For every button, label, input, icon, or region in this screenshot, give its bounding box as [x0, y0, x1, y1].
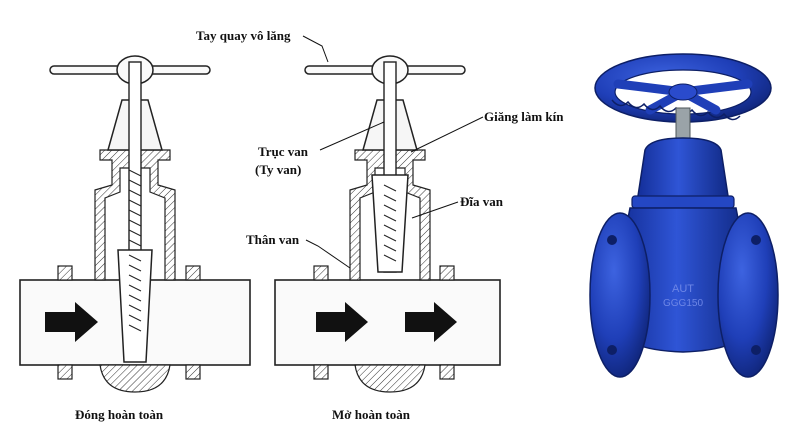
label-seal: Giăng làm kín [484, 109, 564, 124]
photo-body-text-2: GGG150 [663, 298, 703, 309]
label-body: Thân van [246, 232, 300, 247]
label-stem-line1: Trục van [258, 144, 309, 159]
caption-closed: Đóng hoàn toàn [75, 407, 164, 422]
closed-valve-drawing [19, 55, 251, 393]
flange-left-bottom [57, 364, 73, 380]
flow-arrow-open-2 [405, 302, 457, 342]
flange-left-bottom-open [313, 364, 329, 380]
leader-disc [411, 201, 459, 219]
flange-right-bottom [185, 364, 201, 380]
leader-body [305, 239, 351, 269]
photo-stem [675, 107, 691, 139]
open-valve-drawing [274, 55, 501, 393]
flange-right-top-open [439, 265, 455, 281]
valve-photo: AUT GGG150 [589, 53, 779, 378]
stem-thread-closed [128, 169, 142, 247]
valve-bottom-closed [99, 364, 171, 393]
caption-open: Mở hoàn toàn [332, 407, 411, 422]
leader-handwheel [302, 35, 329, 63]
disc-closed [117, 249, 153, 363]
leader-stem [319, 121, 385, 151]
flow-arrow-open-1 [316, 302, 368, 342]
annotation-labels: Tay quay vô lăng Giăng làm kín Trục van … [196, 28, 564, 269]
photo-bonnet-flange [631, 195, 735, 209]
label-disc: Đĩa van [460, 194, 504, 209]
flange-right-bottom-open [439, 364, 455, 380]
leader-seal [410, 116, 484, 153]
flange-left-top [57, 265, 73, 281]
flow-arrow-closed [45, 302, 98, 342]
valve-bottom-open [354, 364, 426, 393]
flange-left-top-open [313, 265, 329, 281]
label-handwheel: Tay quay vô lăng [196, 28, 291, 43]
pipe-open [274, 279, 501, 366]
disc-thread-open [383, 184, 397, 262]
photo-flange-right [717, 212, 779, 378]
valve-body-closed [94, 149, 176, 281]
photo-handwheel [594, 53, 772, 123]
label-stem-line2: (Ty van) [255, 162, 301, 177]
flange-right-top [185, 265, 201, 281]
photo-body-text-1: AUT [672, 283, 694, 295]
disc-open [371, 174, 409, 273]
photo-flange-left [589, 212, 651, 378]
disc-thread-closed [128, 254, 142, 332]
